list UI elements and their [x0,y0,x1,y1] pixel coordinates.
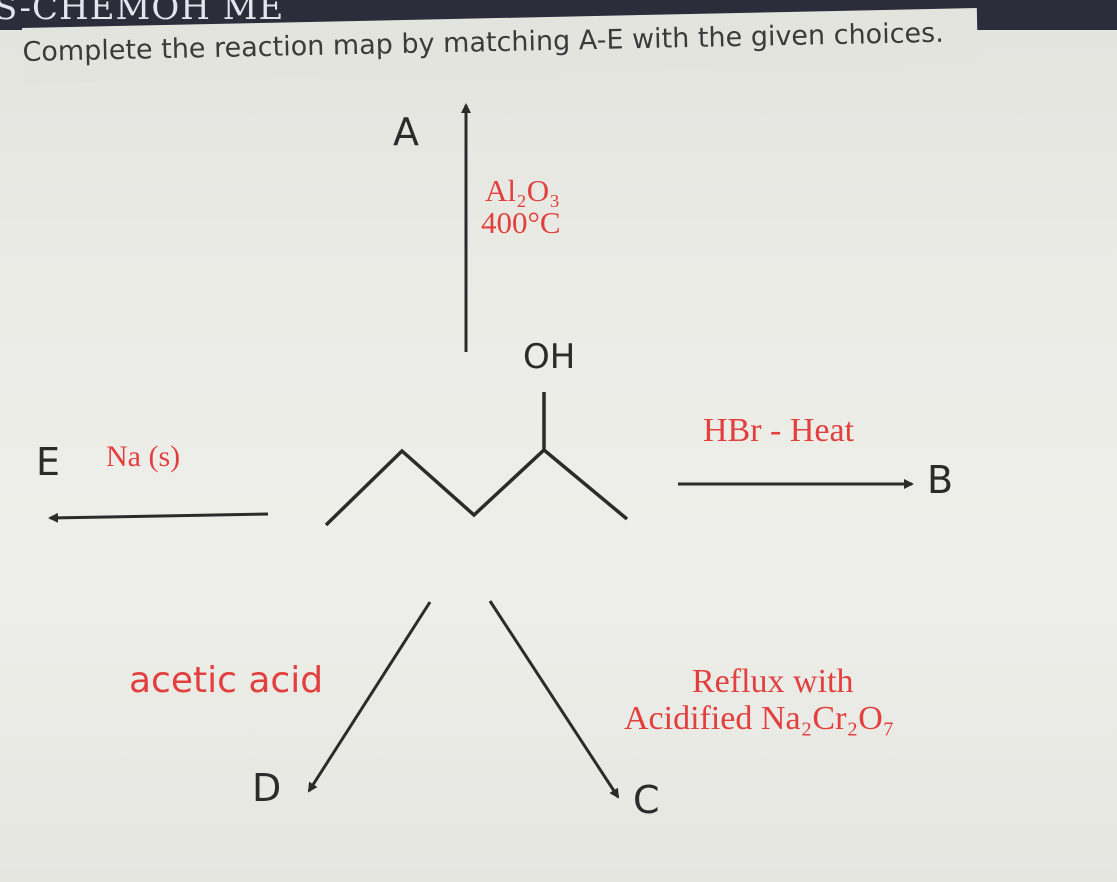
arrow-to-e [48,512,269,523]
product-d-label: D [252,766,282,810]
product-a-label: A [393,110,419,154]
reagent-d: acetic acid [129,660,324,701]
product-c-label: C [633,778,660,822]
product-e-label: E [36,440,61,484]
reagent-c-line2: Acidified Na₂Cr₂O₇ [624,700,895,737]
reagent-b: HBr - Heat [703,412,855,449]
arrow-to-c [488,600,620,799]
product-b-label: B [927,458,954,502]
reagent-a-line1: Al₂O₃ [485,173,561,208]
reagent-e: Na (s) [106,440,181,473]
pentanol-skeleton [324,447,629,527]
arrow-to-d [307,601,432,793]
reagent-a-line2: 400°C [481,205,561,240]
hydroxyl-label: OH [523,337,576,377]
reagent-c-line1: Reflux with [692,663,854,700]
